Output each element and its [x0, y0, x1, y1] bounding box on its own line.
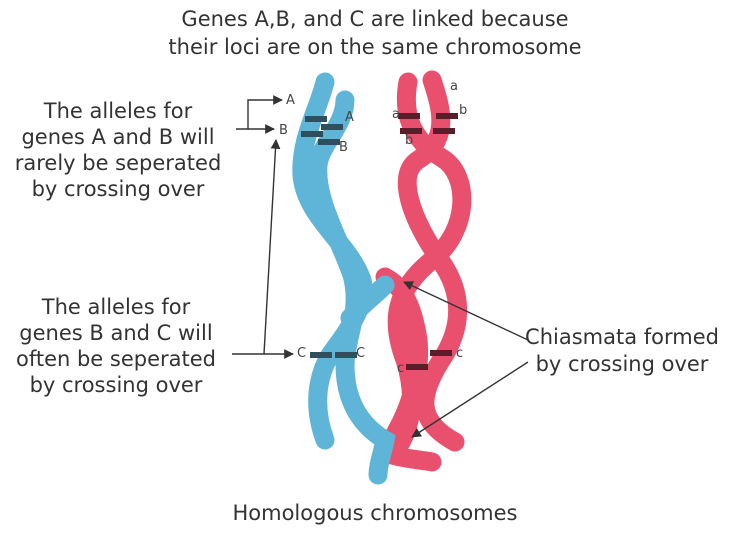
- label-red-c1: c: [397, 361, 404, 376]
- band-red-c2: [430, 350, 452, 356]
- band-red-c1: [406, 364, 428, 370]
- band-red-b2: [433, 128, 455, 134]
- band-blue-c2: [335, 352, 357, 358]
- label-red-b2: b: [459, 103, 467, 118]
- ab-line-2: genes A and B will: [21, 125, 214, 149]
- arrow-bc-long: [232, 139, 281, 355]
- label-red-b1: b: [405, 133, 413, 148]
- band-red-b1: [400, 128, 422, 134]
- chiasmata-line-1: Chiasmata formed: [525, 325, 719, 349]
- annotation-arrows: [232, 95, 529, 438]
- arrow-chiasma-upper: [403, 281, 529, 341]
- label-blue-C2: C: [356, 346, 365, 361]
- bc-line-1: The alleles for: [41, 295, 191, 319]
- label-blue-B2: B: [339, 140, 348, 155]
- band-blue-b1: [301, 131, 323, 137]
- label-blue-A2: A: [345, 110, 354, 125]
- bc-line-3: often be seperated: [16, 347, 216, 371]
- arrow-chiasma-lower: [411, 361, 529, 438]
- band-blue-a2: [321, 124, 343, 130]
- annotation-chiasmata: Chiasmata formed by crossing over: [525, 325, 719, 376]
- blue-chromosome: [292, 72, 396, 485]
- red-chromatid-2: [397, 70, 468, 452]
- chiasmata-line-2: by crossing over: [536, 352, 709, 376]
- band-blue-b2: [318, 139, 340, 145]
- title-line-2: their loci are on the same chromosome: [168, 35, 581, 59]
- blue-crossover-segment: [340, 275, 395, 328]
- gene-letters: A B A B C C a b a b c c: [279, 79, 467, 376]
- band-red-a1: [398, 113, 420, 119]
- band-red-a2: [436, 113, 458, 119]
- label-blue-B1: B: [279, 123, 288, 138]
- bc-line-4: by crossing over: [30, 373, 203, 397]
- ab-line-3: rarely be seperated: [15, 151, 222, 175]
- label-red-a2: a: [450, 79, 458, 94]
- caption: Homologous chromosomes: [232, 501, 517, 525]
- red-chromosome: [374, 70, 472, 472]
- ab-line-1: The alleles for: [43, 99, 193, 123]
- ab-line-4: by crossing over: [32, 177, 205, 201]
- label-blue-A1: A: [286, 93, 295, 108]
- label-blue-C1: C: [297, 346, 306, 361]
- gene-bands: [301, 113, 458, 370]
- band-blue-a1: [305, 116, 327, 122]
- label-red-a1: a: [392, 107, 400, 122]
- title-line-1: Genes A,B, and C are linked because: [181, 7, 568, 31]
- annotation-ab: The alleles for genes A and B will rarel…: [15, 99, 222, 201]
- band-blue-c1: [310, 352, 332, 358]
- arrow-ab-bracket: [236, 95, 283, 130]
- label-red-c2: c: [456, 346, 463, 361]
- annotation-bc: The alleles for genes B and C will often…: [16, 295, 216, 397]
- bc-line-2: genes B and C will: [19, 321, 212, 345]
- red-crossover-segment: [375, 267, 429, 455]
